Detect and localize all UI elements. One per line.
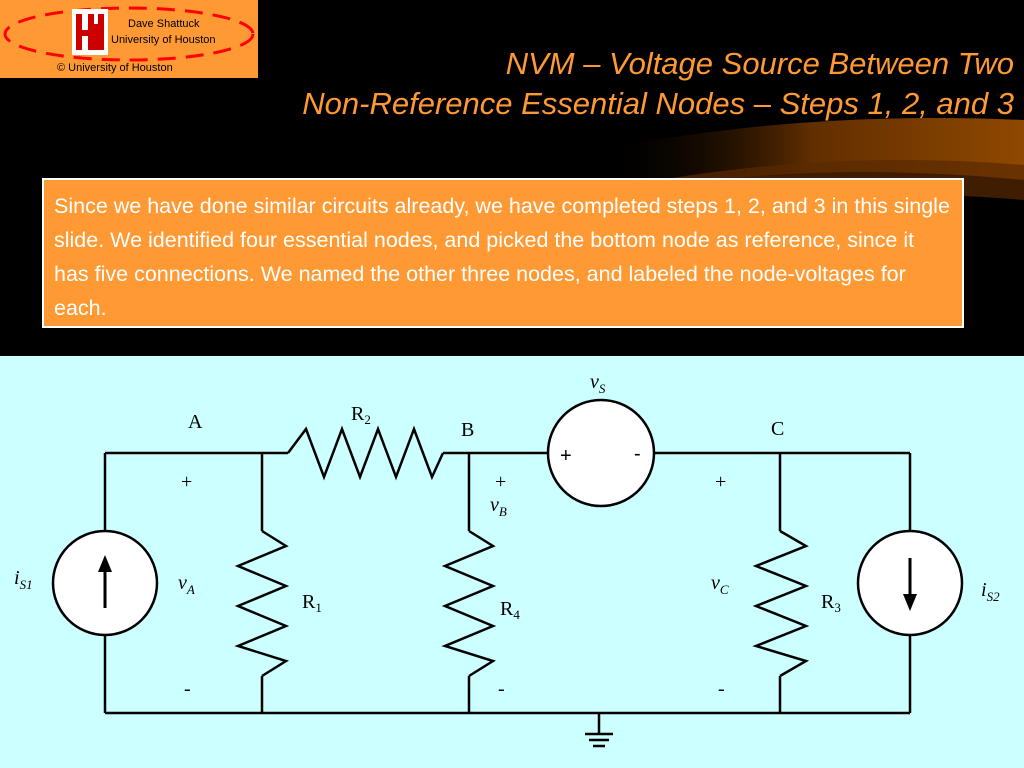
vs-plus-sign: + [560, 445, 572, 467]
voltage-source-label: vS [590, 371, 606, 396]
university-logo: Dave Shattuck University of Houston © Un… [0, 0, 258, 78]
node-label-b: B [461, 419, 474, 441]
logo-graphic [3, 6, 255, 62]
slide-title-line2: Non-Reference Essential Nodes – Steps 1,… [302, 86, 1014, 121]
node-voltage-va-label: vA [178, 572, 195, 597]
resistor-r4-label: R4 [500, 598, 520, 622]
vc-minus-sign: - [718, 678, 725, 700]
explanation-textbox: Since we have done similar circuits alre… [42, 178, 964, 328]
node-label-a: A [188, 411, 203, 433]
node-voltage-vc-label: vC [711, 572, 729, 597]
resistor-r4 [441, 529, 497, 678]
resistor-r3 [752, 529, 810, 678]
resistor-r1-label: R1 [302, 591, 322, 615]
resistor-r2 [287, 425, 445, 481]
slide-header: Dave Shattuck University of Houston © Un… [0, 0, 1024, 356]
current-source-is1-label: iS1 [14, 567, 33, 592]
vb-minus-sign: - [498, 678, 505, 700]
logo-copyright: © University of Houston [57, 62, 173, 74]
node-voltage-vb-label: vB [490, 494, 507, 519]
slide-title-line1: NVM – Voltage Source Between Two [505, 46, 1014, 81]
slide-title: NVM – Voltage Source Between Two Non-Ref… [54, 44, 1014, 124]
resistor-r1 [234, 529, 290, 678]
current-source-is1 [51, 529, 159, 637]
voltage-source-vs [546, 398, 656, 508]
va-plus-sign: + [181, 471, 192, 493]
ground-symbol [585, 732, 613, 748]
logo-author: Dave Shattuck [128, 18, 200, 30]
circuit-panel: + - A B C R2 R1 R4 R3 vS iS1 iS2 vA vB v… [0, 356, 1024, 768]
logo-institution: University of Houston [111, 34, 216, 46]
va-minus-sign: - [184, 678, 191, 700]
resistor-r3-label: R3 [821, 591, 841, 615]
vs-minus-sign: - [634, 443, 641, 465]
vb-plus-sign: + [495, 471, 506, 493]
vc-plus-sign: + [715, 471, 726, 493]
node-label-c: C [771, 418, 784, 440]
resistor-r2-label: R2 [351, 403, 371, 427]
circuit-diagram: + - A B C R2 R1 R4 R3 vS iS1 iS2 vA vB v… [14, 371, 1000, 748]
current-source-is2-label: iS2 [981, 579, 1000, 604]
current-source-is2 [856, 529, 964, 637]
